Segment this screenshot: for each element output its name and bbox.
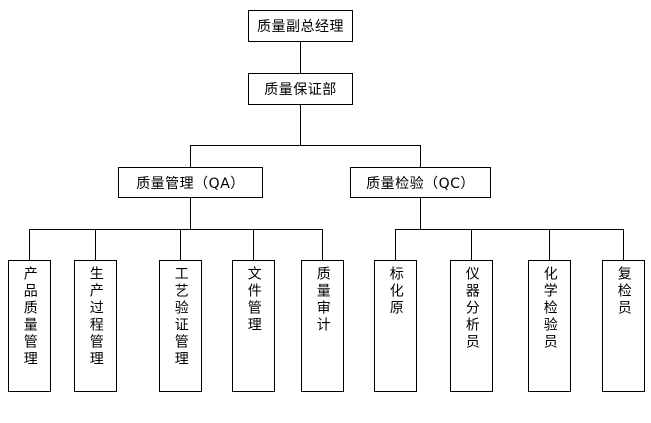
connector-vp-to-qa-dept: [300, 42, 301, 73]
node-reinspector[interactable]: 复检员: [602, 260, 645, 392]
node-label: 复检员: [615, 266, 632, 317]
connector-qa-down: [190, 198, 191, 229]
node-document-management[interactable]: 文件管理: [232, 260, 275, 392]
connector-bar-to-qa: [190, 145, 191, 167]
node-label: 工艺验证管理: [172, 266, 189, 368]
connector-qc-child-4: [623, 229, 624, 260]
connector-level3-bar: [190, 145, 421, 146]
node-label: 文件管理: [245, 266, 262, 334]
connector-qa-dept-down: [300, 105, 301, 145]
node-quality-inspection-qc[interactable]: 质量检验（QC）: [350, 167, 491, 198]
node-production-process-management[interactable]: 生产过程管理: [74, 260, 117, 392]
connector-qc-down: [420, 198, 421, 229]
node-quality-audit[interactable]: 质量审计: [301, 260, 344, 392]
node-standardization-operator[interactable]: 标化原: [374, 260, 417, 392]
connector-qa-child-5: [322, 229, 323, 260]
node-product-quality-management[interactable]: 产品质量管理: [8, 260, 51, 392]
node-vice-general-manager[interactable]: 质量副总经理: [248, 10, 353, 42]
connector-qa-child-4: [253, 229, 254, 260]
connector-qa-child-1: [29, 229, 30, 260]
node-label: 质量审计: [314, 266, 331, 334]
connector-qc-child-1: [395, 229, 396, 260]
connector-qc-child-3: [549, 229, 550, 260]
connector-qa-child-2: [95, 229, 96, 260]
node-instrument-analyst[interactable]: 仪器分析员: [450, 260, 493, 392]
connector-qa-child-3: [180, 229, 181, 260]
connector-bar-to-qc: [420, 145, 421, 167]
node-label: 质量管理（QA）: [136, 175, 245, 192]
node-label: 质量保证部: [264, 82, 337, 98]
node-process-validation-management[interactable]: 工艺验证管理: [159, 260, 202, 392]
node-label: 化学检验员: [541, 266, 558, 351]
node-label: 质量检验（QC）: [366, 175, 475, 192]
connector-qa-children-bar: [29, 229, 323, 230]
node-label: 标化原: [387, 266, 404, 317]
node-chemical-inspector[interactable]: 化学检验员: [528, 260, 571, 392]
node-label: 质量副总经理: [257, 19, 344, 35]
node-label: 产品质量管理: [21, 266, 38, 368]
node-quality-management-qa[interactable]: 质量管理（QA）: [118, 167, 263, 198]
node-label: 仪器分析员: [463, 266, 480, 351]
connector-qc-child-2: [471, 229, 472, 260]
node-label: 生产过程管理: [87, 266, 104, 368]
connector-qc-children-bar: [395, 229, 623, 230]
node-quality-assurance-department[interactable]: 质量保证部: [248, 73, 353, 105]
